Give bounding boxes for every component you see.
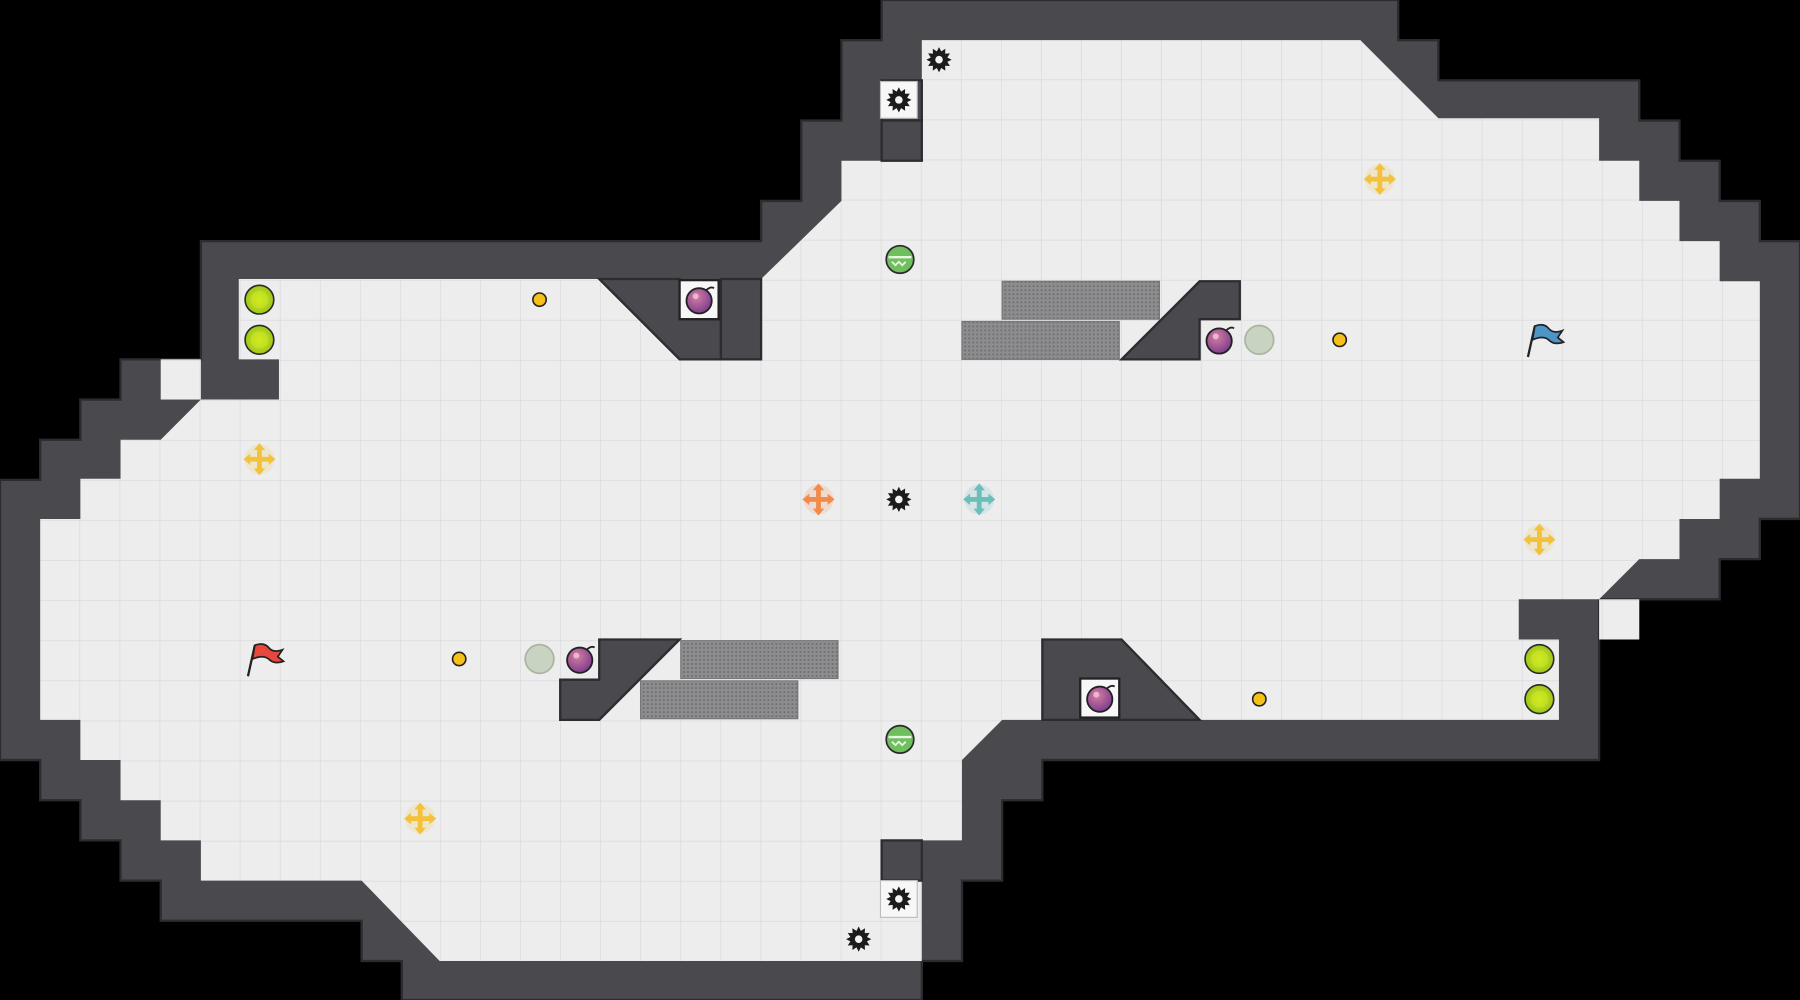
spike-icon[interactable]	[926, 47, 952, 73]
blue-flag-icon[interactable]	[1526, 323, 1566, 358]
token-icon[interactable]	[1332, 332, 1348, 348]
spike-icon[interactable]	[879, 80, 918, 119]
mesh-gate-upper	[1001, 280, 1161, 320]
spike-icon[interactable]	[886, 486, 912, 513]
bomb-icon[interactable]	[1079, 677, 1121, 719]
orange-boost-icon[interactable]	[802, 483, 835, 516]
green-button-icon[interactable]	[1524, 643, 1555, 675]
green-button-icon[interactable]	[1524, 684, 1555, 715]
bomb-icon[interactable]	[566, 645, 596, 674]
spike-icon[interactable]	[846, 926, 872, 952]
mesh-gate-upper	[961, 320, 1120, 360]
teal-boost-icon[interactable]	[963, 483, 996, 516]
portal-icon[interactable]	[524, 643, 555, 675]
portal-icon[interactable]	[1244, 324, 1275, 356]
mesh-gates	[639, 280, 1161, 720]
map-entities[interactable]	[243, 47, 1566, 952]
green-button-icon[interactable]	[244, 324, 275, 355]
token-icon[interactable]	[532, 292, 548, 308]
red-flag-icon[interactable]	[246, 643, 286, 677]
yellow-boost-icon[interactable]	[1363, 163, 1396, 196]
bomb-icon[interactable]	[1205, 326, 1235, 355]
yellow-boost-icon[interactable]	[404, 802, 437, 835]
powerup-icon[interactable]	[885, 244, 915, 275]
bomb-icon[interactable]	[678, 278, 720, 321]
mesh-gate-lower	[639, 680, 799, 720]
spike-icon[interactable]	[879, 880, 918, 918]
yellow-boost-icon[interactable]	[1523, 523, 1556, 556]
mesh-gate-lower	[680, 640, 839, 680]
powerup-icon[interactable]	[885, 724, 915, 755]
token-icon[interactable]	[1251, 691, 1267, 707]
green-button-icon[interactable]	[244, 284, 275, 315]
token-icon[interactable]	[451, 651, 467, 667]
yellow-boost-icon[interactable]	[243, 443, 276, 476]
